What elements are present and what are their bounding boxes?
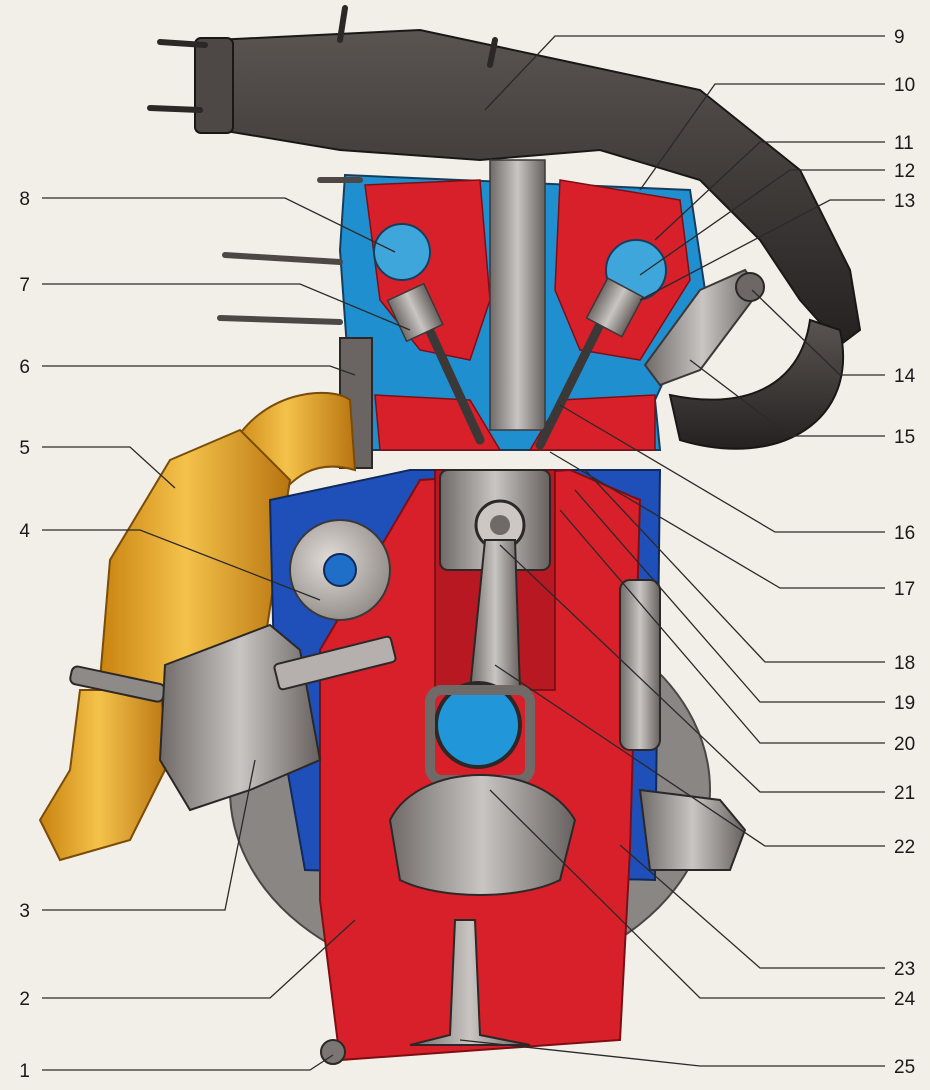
central-column [489,159,546,431]
label-17: 17 [894,579,915,600]
label-15: 15 [894,427,915,448]
pump-shaft [273,635,397,691]
label-19: 19 [894,693,915,714]
piston-pin-bore [490,515,510,535]
drain-plug-1 [320,1039,346,1065]
manifold-flange [194,37,234,134]
crankshaft-journal [434,681,522,769]
label-2: 2 [19,989,30,1010]
left-labels: 8 7 6 5 4 3 2 1 [19,189,30,1082]
label-13: 13 [894,191,915,212]
label-16: 16 [894,523,915,544]
label-3: 3 [19,901,30,922]
label-22: 22 [894,837,915,858]
sensor-23 [638,788,747,871]
crankshaft-counterweight-24 [388,774,577,896]
valve-springs [386,277,645,343]
catalytic-converter-outlet [38,689,172,862]
label-20: 20 [894,734,915,755]
label-5: 5 [19,438,30,459]
combustion-chamber-region [374,394,656,451]
exhaust-pipe-lower [668,318,845,450]
oil-filter-tube [619,579,661,751]
label-25: 25 [894,1057,915,1078]
leader-lines [42,35,885,1071]
label-21: 21 [894,783,915,804]
label-10: 10 [894,75,915,96]
label-14: 14 [894,366,916,387]
label-18: 18 [894,653,915,674]
pulley-hub [323,553,357,587]
label-24: 24 [894,989,916,1010]
label-12: 12 [894,161,915,182]
camshaft-8 [373,223,431,281]
label-8: 8 [19,189,30,210]
label-7: 7 [19,275,30,296]
spark-plug-15 [643,268,762,387]
head-bolts [217,177,363,325]
label-11: 11 [894,133,914,154]
label-23: 23 [894,959,915,980]
oil-pickup-25 [409,919,531,1046]
label-9: 9 [894,27,905,48]
label-4: 4 [19,521,30,542]
manifold-studs [147,5,498,113]
right-labels: 9 10 11 12 13 14 15 16 17 18 19 20 21 22… [894,27,916,1078]
label-1: 1 [19,1061,30,1082]
label-6: 6 [19,357,30,378]
